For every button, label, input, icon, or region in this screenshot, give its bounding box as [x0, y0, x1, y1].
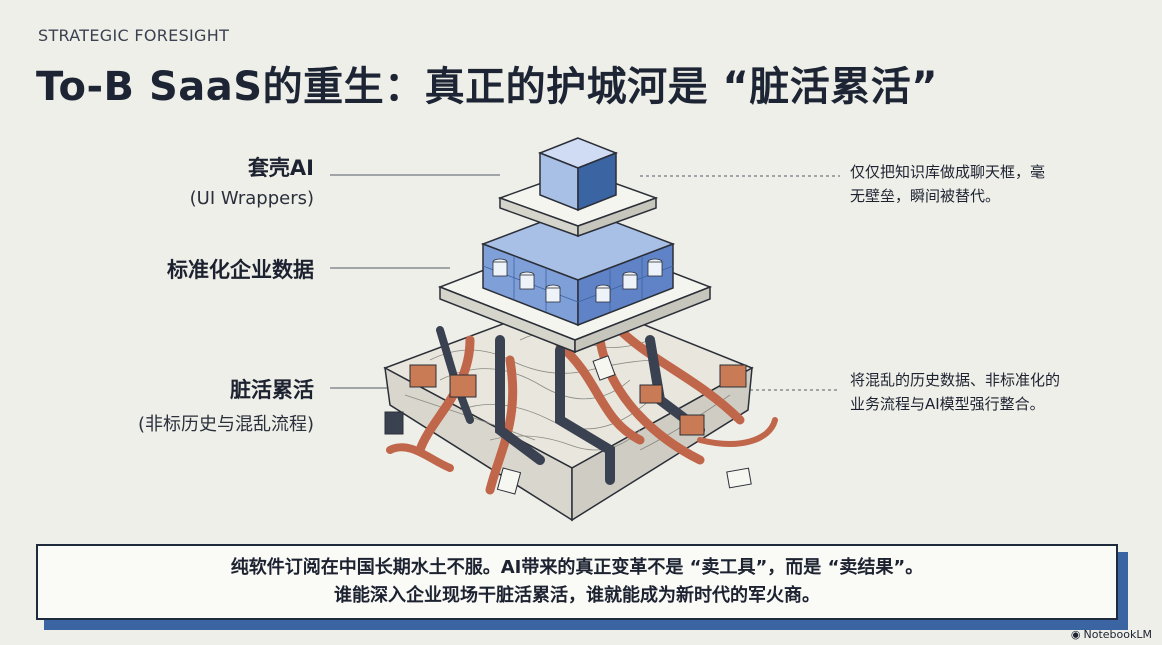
label-standard-data-title: 标准化企业数据: [167, 258, 314, 282]
data-layer: [437, 207, 713, 354]
label-ui-wrappers: 套壳AI (UI Wrappers): [190, 152, 314, 209]
note-top: 仅仅把知识库做成聊天框，毫 无壁垒，瞬间被替代。: [850, 160, 1100, 208]
folders: [384, 355, 752, 495]
note-bottom-line1: 将混乱的历史数据、非标准化的: [850, 371, 1061, 389]
label-dirty-work: 脏活累活 (非标历史与混乱流程): [138, 374, 314, 436]
wrapper-layer: [497, 137, 659, 238]
note-top-line2: 无壁垒，瞬间被替代。: [850, 187, 1001, 205]
label-ui-wrappers-title: 套壳AI: [247, 156, 314, 180]
note-bottom-line2: 业务流程与AI模型强行整合。: [850, 395, 1045, 413]
page-title: To-B SaaS的重生：真正的护城河是 “脏活累活”: [36, 64, 939, 110]
note-bottom: 将混乱的历史数据、非标准化的 业务流程与AI模型强行整合。: [850, 368, 1100, 416]
note-top-line1: 仅仅把知识库做成聊天框，毫: [850, 163, 1046, 181]
notebooklm-brand: ◉ NotebookLM: [1071, 628, 1152, 641]
conclusion-banner: 纯软件订阅在中国长期水土不服。AI带来的真正变革不是 “卖工具”，而是 “卖结果…: [36, 544, 1118, 620]
brand-label: NotebookLM: [1083, 628, 1152, 641]
banner-line1: 纯软件订阅在中国长期水土不服。AI带来的真正变革不是 “卖工具”，而是 “卖结果…: [230, 557, 924, 578]
label-dirty-work-title: 脏活累活: [230, 378, 314, 402]
label-standard-data: 标准化企业数据: [167, 254, 314, 284]
label-ui-wrappers-sub: (UI Wrappers): [189, 188, 314, 209]
banner-line2: 谁能深入企业现场干脏活累活，谁就能成为新时代的军火商。: [334, 585, 820, 606]
label-dirty-work-sub: (非标历史与混乱流程): [137, 414, 314, 435]
eyebrow: STRATEGIC FORESIGHT: [38, 26, 230, 45]
terrain-base: [383, 296, 754, 522]
notebooklm-logo-icon: ◉: [1070, 628, 1081, 641]
